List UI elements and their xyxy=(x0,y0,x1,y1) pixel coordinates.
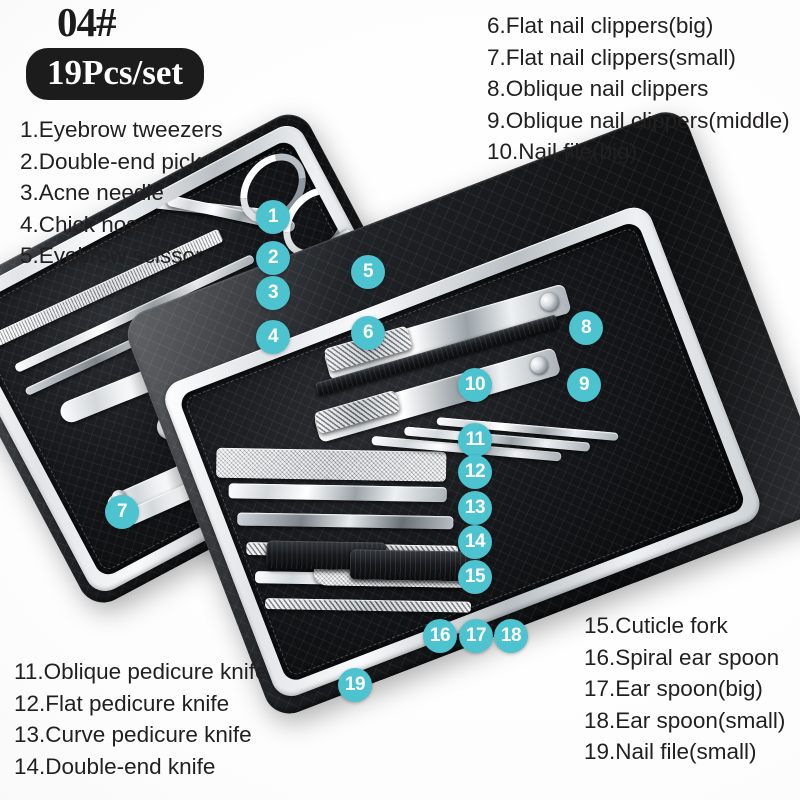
callout-badge-17: 17 xyxy=(459,619,493,653)
spec-list-item: 3.Acne needle xyxy=(20,180,164,205)
callout-badge-12: 12 xyxy=(458,455,492,489)
spec-list-item: 16.Spiral ear spoon xyxy=(584,644,780,670)
callout-badge-1: 1 xyxy=(256,200,290,234)
spec-list-item: 12.Flat pedicure knife xyxy=(14,690,230,716)
callout-badge-5: 5 xyxy=(351,255,385,289)
callout-badge-18: 18 xyxy=(494,619,528,653)
callout-badge-13: 13 xyxy=(458,491,492,525)
callout-badge-4: 4 xyxy=(256,320,290,354)
callout-badge-15: 15 xyxy=(458,560,492,594)
spec-list-right-bottom: 15.Cuticle fork 16.Spiral ear spoon 17.Ear… xyxy=(584,610,785,768)
callout-badge-7: 7 xyxy=(105,495,139,529)
spec-list-item: 17.Ear spoon(big) xyxy=(584,676,763,701)
spec-list-item: 5.Eyebrow scissors xyxy=(20,243,214,268)
spec-list-item: 7.Flat nail clippers(small) xyxy=(487,44,736,70)
spec-list-item: 8.Oblique nail clippers xyxy=(487,76,709,101)
spec-list-item: 9.Oblique nail clippers(middle) xyxy=(487,107,790,133)
callout-badge-3: 3 xyxy=(256,276,290,310)
spec-list-item: 13.Curve pedicure knife xyxy=(14,722,252,747)
spec-list-item: 19.Nail file(small) xyxy=(584,739,757,764)
callout-badge-8: 8 xyxy=(569,311,603,345)
spec-list-item: 11.Oblique pedicure knife xyxy=(14,659,268,684)
spec-list-left-top: 1.Eyebrow tweezers 2.Double-end pick 3.Acn… xyxy=(20,114,223,272)
callout-badge-19: 19 xyxy=(338,668,372,702)
callout-badge-6: 6 xyxy=(351,316,385,350)
callout-badge-10: 10 xyxy=(458,368,492,402)
spec-list-item: 14.Double-end knife xyxy=(14,753,216,779)
spec-list-left-bottom: 11.Oblique pedicure knife 12.Flat pedicur… xyxy=(14,656,268,782)
spec-list-item: 4.Chick nose pliers xyxy=(20,211,211,237)
callout-badge-16: 16 xyxy=(423,619,457,653)
callout-badge-2: 2 xyxy=(256,241,290,275)
pieces-count-badge: 19Pcs/set xyxy=(26,48,205,100)
spec-list-right-top: 6.Flat nail clippers(big) 7.Flat nail cli… xyxy=(487,10,790,168)
spec-list-item: 1.Eyebrow tweezers xyxy=(20,117,223,142)
callout-badge-9: 9 xyxy=(567,368,601,402)
spec-list-item: 18.Ear spoon(small) xyxy=(584,707,786,733)
spec-list-item: 2.Double-end pick xyxy=(20,148,202,174)
spec-list-item: 10.Nail file(big) xyxy=(487,139,638,164)
callout-badge-14: 14 xyxy=(458,525,492,559)
spec-list-item: 6.Flat nail clippers(big) xyxy=(487,13,714,38)
model-code-heading: 04# xyxy=(57,0,116,45)
callout-badge-11: 11 xyxy=(458,423,492,457)
spec-list-item: 15.Cuticle fork xyxy=(584,613,728,638)
